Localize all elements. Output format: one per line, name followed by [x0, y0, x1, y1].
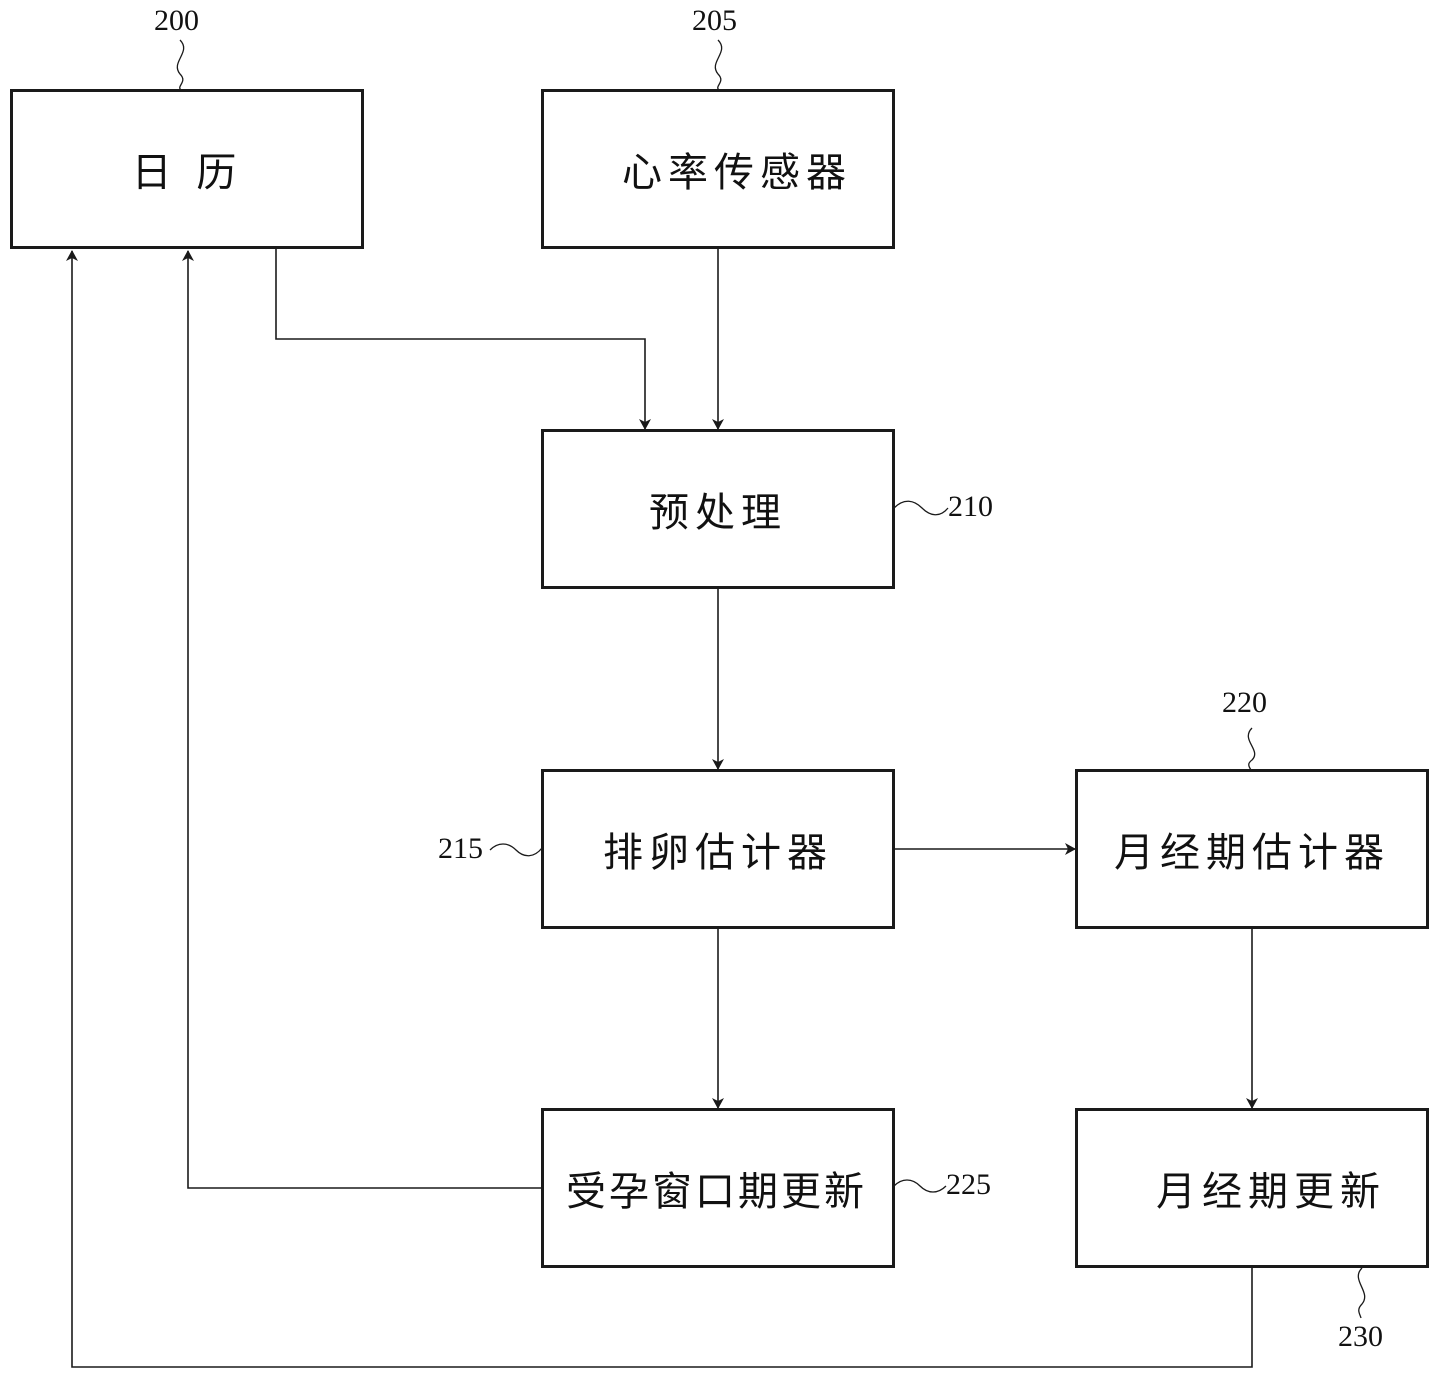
- edge-fertile-update-to-calendar: [182, 250, 542, 1189]
- fertile-window-update-label: 受孕窗口期更新: [566, 1169, 867, 1215]
- ref-215: 215: [438, 832, 483, 865]
- leader-215: [489, 843, 543, 857]
- leader-200: [176, 39, 185, 91]
- preprocessing-label: 预处理: [649, 490, 787, 536]
- ref-200: 200: [154, 4, 199, 37]
- menstrual-estimator-box: 月经期估计器: [1075, 769, 1429, 929]
- heart-rate-sensor-box: 心率传感器: [541, 89, 895, 249]
- ref-205: 205: [692, 4, 737, 37]
- ref-220: 220: [1222, 686, 1267, 719]
- leader-225: [893, 1179, 947, 1193]
- calendar-box: 日 历: [10, 89, 364, 249]
- leader-220: [1247, 727, 1256, 771]
- preprocessing-box: 预处理: [541, 429, 895, 589]
- menstrual-update-box: 月经期更新: [1075, 1108, 1429, 1268]
- fertile-window-update-box: 受孕窗口期更新: [541, 1108, 895, 1268]
- edge-menstrual-update-to-calendar: [66, 250, 1253, 1368]
- ref-210: 210: [948, 490, 993, 523]
- ref-230: 230: [1338, 1320, 1383, 1353]
- ovulation-estimator-label: 排卵估计器: [603, 830, 833, 876]
- ovulation-estimator-box: 排卵估计器: [541, 769, 895, 929]
- heart-rate-sensor-label: 心率传感器: [622, 150, 852, 196]
- leader-230: [1357, 1267, 1366, 1319]
- menstrual-update-label: 月经期更新: [1156, 1169, 1386, 1215]
- ref-225: 225: [946, 1168, 991, 1201]
- menstrual-estimator-label: 月经期估计器: [1114, 830, 1390, 876]
- calendar-label: 日 历: [131, 150, 243, 196]
- leader-210: [893, 500, 949, 516]
- edge-calendar-to-preprocessing: [275, 249, 651, 430]
- leader-205: [714, 39, 723, 91]
